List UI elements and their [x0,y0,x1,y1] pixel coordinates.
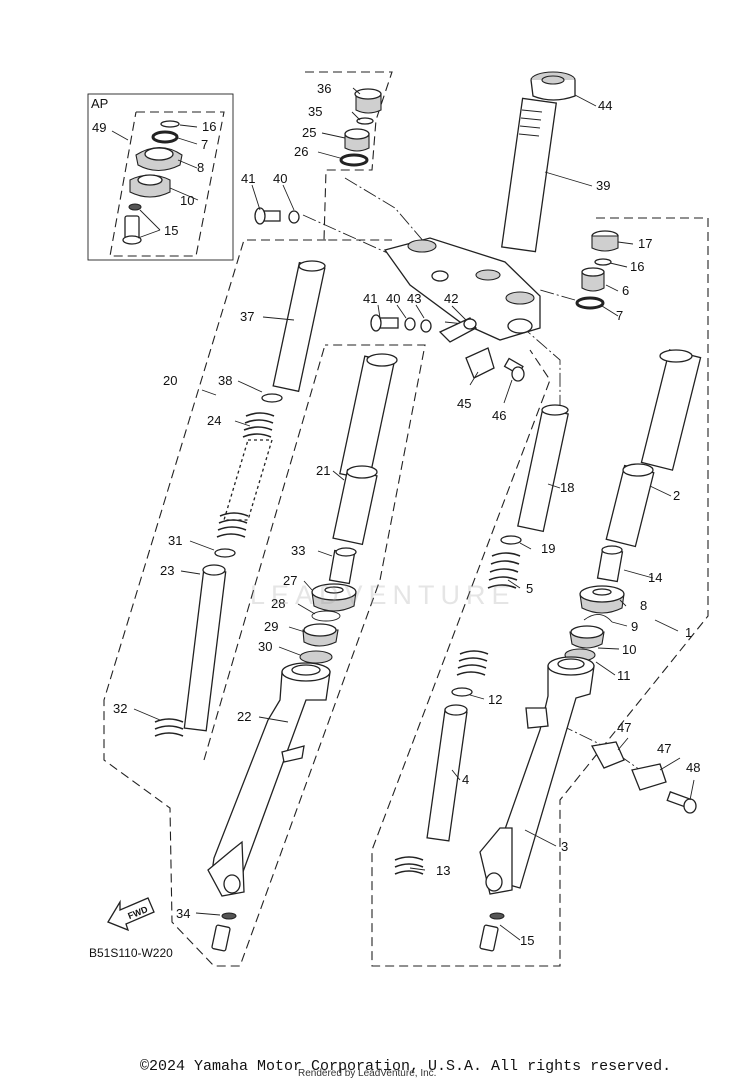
callout-1: 1 [685,625,692,640]
under-bracket [383,237,541,341]
kit-box-label: AP [91,96,108,111]
callout-47: 47 [617,720,631,735]
callout-15: 15 [520,933,534,948]
callout-39: 39 [596,178,610,193]
callout-37: 37 [240,309,254,324]
callout-14: 14 [648,570,662,585]
cap-group-parts [339,88,382,167]
callout-13: 13 [436,863,450,878]
callout-36: 36 [317,81,331,96]
kit-ap-box [87,93,234,261]
callout-8: 8 [640,598,647,613]
callout-7: 7 [616,308,623,323]
callout-49: 49 [92,120,106,135]
callout-16: 16 [630,259,644,274]
cap-group-outline [305,71,393,241]
left-inner-outline [203,344,326,761]
callout-38: 38 [218,373,232,388]
callout-23: 23 [160,563,174,578]
callout-35: 35 [308,104,322,119]
callout-42: 42 [444,291,458,306]
callout-24: 24 [207,413,221,428]
right-fork-outline [371,217,709,967]
callout-6: 6 [622,283,629,298]
callout-15b: 15 [164,223,178,238]
copyright-notice: ©2024 Yamaha Motor Corporation, U.S.A. A… [140,1058,672,1075]
callout-3: 3 [561,839,568,854]
callout-43: 43 [407,291,421,306]
rendered-by-credit: Rendered by LeadVenture, Inc. [298,1068,437,1079]
callout-labels: AP 1 2 3 4 5 6 7 7 8 8 9 10 10 11 12 13 … [91,81,700,948]
callout-10b: 10 [180,193,194,208]
diagram-code: B51S110-W220 [89,946,173,960]
callout-10: 10 [622,642,636,657]
callout-33: 33 [291,543,305,558]
watermark: LEADVENTURE [250,580,516,610]
callout-18: 18 [560,480,574,495]
callout-19: 19 [541,541,555,556]
callout-17: 17 [638,236,652,251]
callout-41b: 41 [363,291,377,306]
kit-inner-outline [109,111,225,257]
right-fork [394,230,702,952]
callout-29: 29 [264,619,278,634]
callout-40: 40 [273,171,287,186]
callout-25: 25 [302,125,316,140]
fwd-arrow-icon: FWD [107,897,155,932]
stem-shaft [500,97,558,253]
kit-ap-parts [122,120,183,245]
callout-41: 41 [241,171,255,186]
callout-28: 28 [271,596,285,611]
callout-45: 45 [457,396,471,411]
callout-47b: 47 [657,741,671,756]
callout-26: 26 [294,144,308,159]
steering-stem [500,71,576,253]
callout-20: 20 [163,373,177,388]
callout-4: 4 [462,772,469,787]
left-fork-outline [103,239,426,967]
callout-16b: 16 [202,119,216,134]
callout-2: 2 [673,488,680,503]
callout-48: 48 [686,760,700,775]
callout-46: 46 [492,408,506,423]
callout-7b: 7 [201,137,208,152]
group-outlines [87,71,709,967]
callout-31: 31 [168,533,182,548]
callout-21: 21 [316,463,330,478]
callout-44: 44 [598,98,612,113]
callout-27: 27 [283,573,297,588]
callout-8b: 8 [197,160,204,175]
callout-9: 9 [631,619,638,634]
leader-lines [111,87,695,941]
callout-40b: 40 [386,291,400,306]
left-fork [154,260,398,952]
callout-22: 22 [237,709,251,724]
callout-12: 12 [488,692,502,707]
callout-11: 11 [617,668,631,683]
callout-32: 32 [113,701,127,716]
callout-34: 34 [176,906,190,921]
callout-30: 30 [258,639,272,654]
callout-5: 5 [526,581,533,596]
fork-parts-diagram: FWD AP 1 2 3 4 5 6 7 7 8 8 9 10 10 11 12… [87,71,709,967]
bolts [254,207,525,382]
